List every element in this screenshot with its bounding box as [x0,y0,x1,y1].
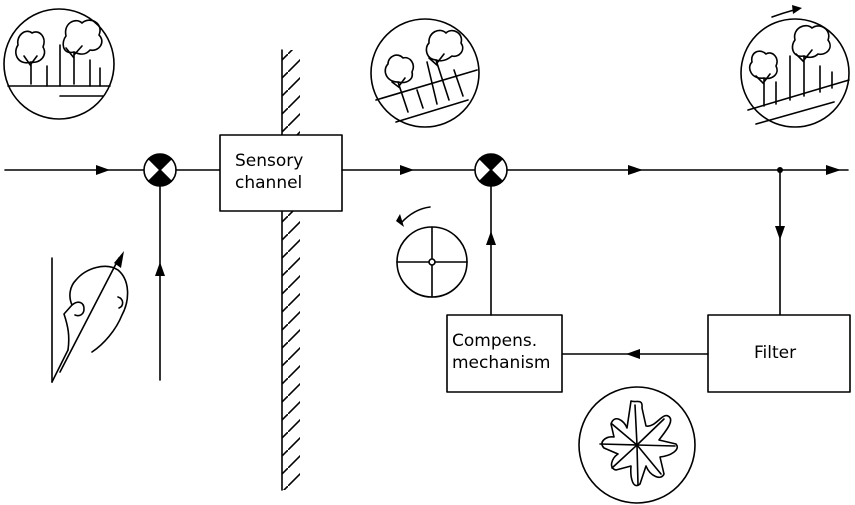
rotation-indicator-arrowhead [792,5,802,14]
rotation-dial-icon [396,206,468,298]
arrowhead-mid [628,165,643,175]
arrowhead-sensory-out [400,165,414,175]
upright-landscape-icon [3,8,115,120]
head-tilt-icon [51,257,129,383]
summing-junction-1 [143,153,177,187]
filter-box [707,314,851,393]
head-tilt-arrowhead [114,251,124,268]
rotation-dial-arrowhead [396,214,404,227]
orientation-rosette-icon [578,386,696,504]
arrowhead-output [826,165,841,175]
rotation-indicator-arrow [771,9,795,18]
summing-junction-2 [474,153,508,187]
corrected-landscape-icon [740,18,850,128]
arrowhead-input [96,165,110,175]
sensory-channel-box [219,134,343,212]
hatched-wall [281,49,300,491]
arrowhead-to-junction-2 [486,231,496,245]
tilted-landscape-icon [370,18,480,128]
arrowhead-disturbance [155,262,165,276]
compensation-box [446,314,563,393]
arrowhead-to-compens [626,349,640,359]
arrowhead-to-filter [775,226,785,240]
